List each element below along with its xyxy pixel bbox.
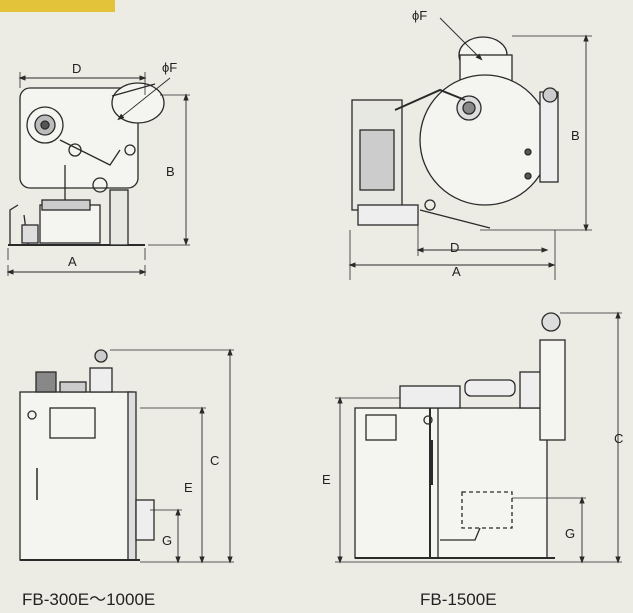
br-dim-g-label: G bbox=[565, 526, 575, 541]
tl-dim-b-label: B bbox=[166, 164, 175, 179]
caption-small-model: FB-300E～1000E bbox=[22, 590, 155, 609]
bottom-right-side-view bbox=[335, 311, 622, 564]
tl-dim-a-label: A bbox=[68, 254, 77, 269]
bl-dim-g-label: G bbox=[162, 533, 172, 548]
tl-dim-f-label: ϕF bbox=[162, 60, 177, 75]
top-right-front-view bbox=[348, 17, 592, 280]
br-dim-c-label: C bbox=[614, 431, 623, 446]
top-left-front-view bbox=[6, 72, 190, 276]
tr-dim-b-label: B bbox=[571, 128, 580, 143]
bl-dim-e-label: E bbox=[184, 480, 193, 495]
caption-large-model: FB-1500E bbox=[420, 590, 497, 609]
br-dim-e-label: E bbox=[322, 472, 331, 487]
bottom-left-side-view bbox=[19, 348, 234, 564]
bl-dim-c-label: C bbox=[210, 453, 219, 468]
tr-dim-a-label: A bbox=[452, 264, 461, 279]
corner-accent-band bbox=[0, 0, 115, 12]
tl-dim-d-label: D bbox=[72, 61, 81, 76]
tr-dim-d-label: D bbox=[450, 240, 459, 255]
tr-dim-f-label: ϕF bbox=[412, 8, 427, 23]
